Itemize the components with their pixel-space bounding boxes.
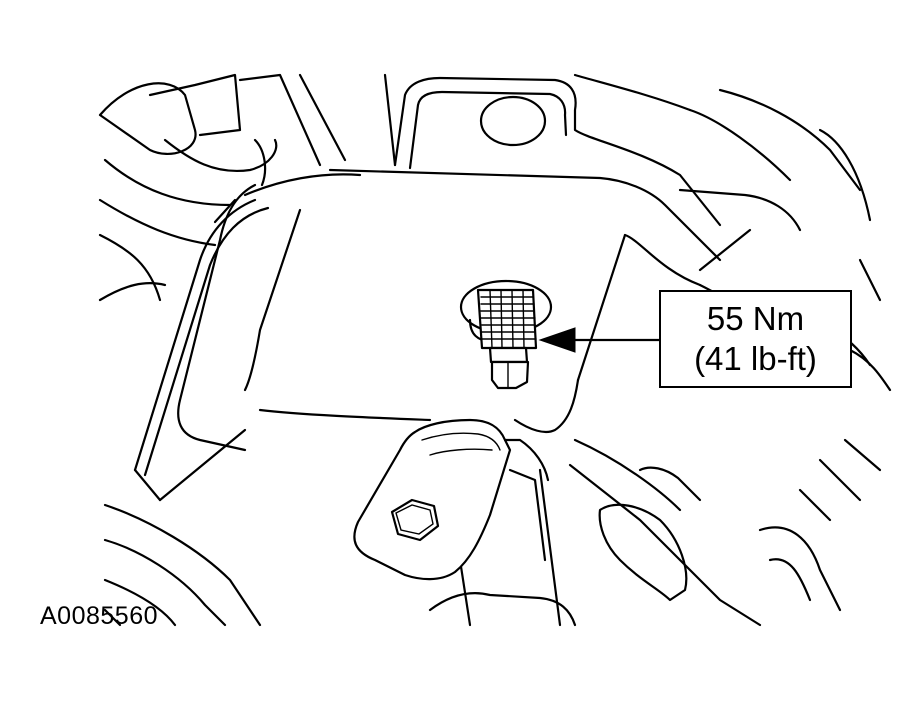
hex-bolt-icon	[390, 498, 440, 542]
stud-bolt-icon	[459, 279, 553, 390]
strap-bracket	[353, 418, 550, 581]
upper-bracket	[383, 73, 862, 227]
torque-metric-label: 55 Nm	[706, 300, 805, 337]
arrow-icon	[538, 327, 661, 353]
torque-imperial-label: (41 lb-ft)	[694, 340, 817, 377]
figure-id: A0085560	[40, 602, 159, 630]
background-hoses	[98, 73, 347, 302]
mounting-plate	[133, 168, 802, 502]
torque-callout: 55 Nm (41 lb-ft)	[659, 290, 852, 388]
lower-structure	[103, 128, 892, 627]
